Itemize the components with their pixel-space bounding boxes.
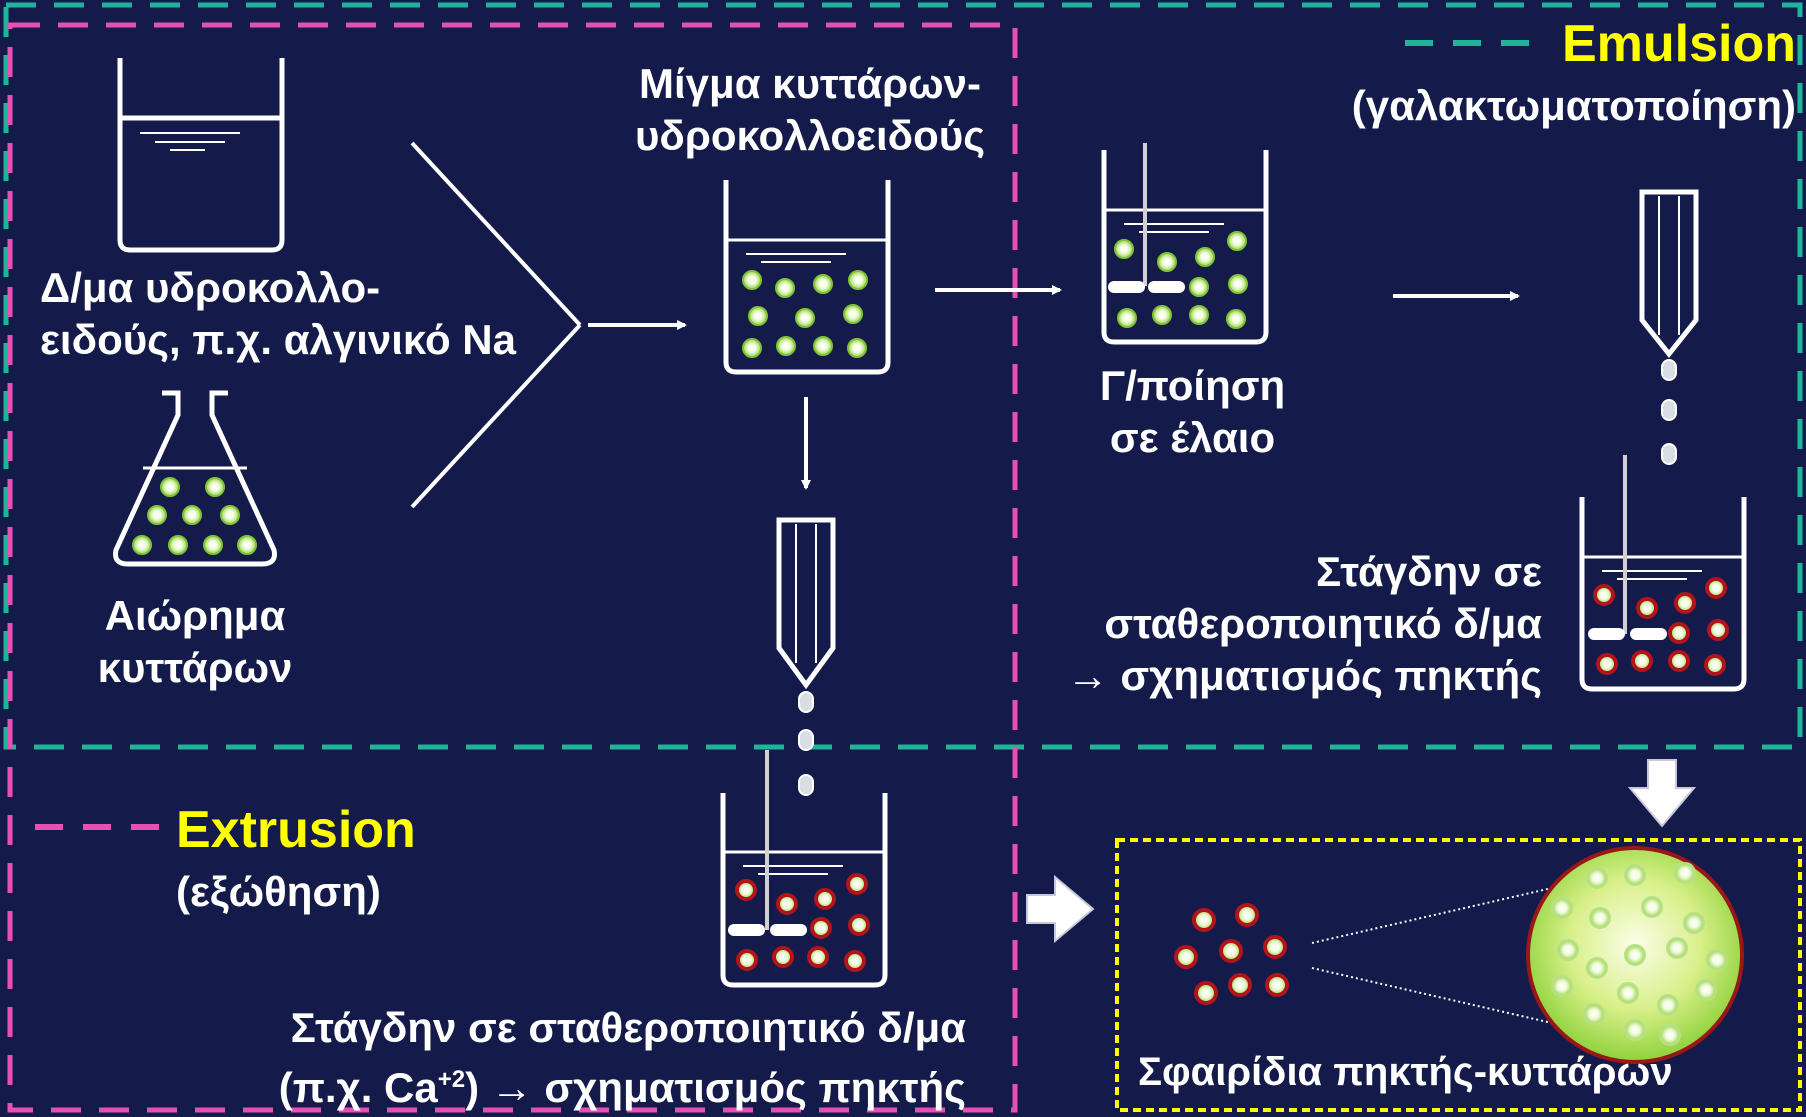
extrusion-drop-line-2: (π.χ. Ca+2) → σχηματισμός πηκτής [200, 1054, 966, 1114]
oil-emulsion-line-1: Γ/ποίηση [1099, 362, 1286, 409]
mixture-line-2: υδροκολλοειδούς [634, 112, 986, 159]
extrusion-drop-line-2-end: ) → σχηματισμός πηκτής [465, 1064, 966, 1111]
hydrocolloid-solution-line-1: Δ/μα υδροκολλο- [40, 264, 381, 311]
extrusion-frame [7, 22, 1018, 1113]
emulsion-drop-label: Στάγδην σε σταθεροποιητικό δ/μα → σχηματ… [1040, 546, 1542, 702]
cell-suspension-line-1: Αιώρημα [104, 592, 286, 639]
magnified-gel-sphere [1526, 846, 1744, 1064]
emulsion-drop-line-1: Στάγδην σε [1315, 548, 1542, 595]
emulsion-frame [3, 2, 1803, 750]
extrusion-drop-line-1: Στάγδην σε σταθεροποιητικό δ/μα [290, 1004, 966, 1051]
zoom-lines [1311, 887, 1553, 1024]
result-frame [1115, 838, 1802, 1112]
extrusion-drop-label: Στάγδην σε σταθεροποιητικό δ/μα (π.χ. Ca… [200, 1002, 966, 1114]
emulsion-gel-beaker [1579, 455, 1747, 692]
hydrocolloid-beaker [117, 58, 285, 253]
cell-suspension-flask [113, 390, 277, 567]
hydrocolloid-solution-line-2: ειδούς, π.χ. αλγινικό Na [40, 316, 516, 363]
extrusion-gel-beaker [720, 750, 888, 988]
cell-suspension-line-2: κυττάρων [97, 644, 293, 691]
down-block-arrow [1627, 759, 1697, 828]
result-label: Σφαιρίδια πηκτής-κυττάρων [1138, 1050, 1673, 1094]
mixture-line-1: Μίγμα κυττάρων- [638, 60, 981, 107]
cell-suspension-label: Αιώρημα κυττάρων [70, 590, 320, 694]
extrusion-legend-title: Extrusion [176, 801, 416, 859]
emulsion-drop-line-2: σταθεροποιητικό δ/μα [1104, 600, 1542, 647]
emulsion-nozzle [1639, 189, 1699, 359]
extrusion-droplets [798, 691, 814, 796]
oil-emulsion-beaker [1101, 143, 1269, 345]
calcium-charge-superscript: +2 [437, 1066, 466, 1093]
mixture-beaker [723, 180, 891, 375]
emulsion-legend-title: Emulsion [1561, 15, 1796, 73]
hydrocolloid-solution-label: Δ/μα υδροκολλο- ειδούς, π.χ. αλγινικό Na [40, 262, 516, 366]
extrusion-legend-subtitle: (εξώθηση) [176, 868, 381, 915]
extrusion-drop-line-2-start: (π.χ. Ca [278, 1064, 438, 1111]
right-block-arrow [1026, 874, 1095, 944]
gel-beads-small [1174, 903, 1289, 1005]
oil-emulsion-line-2: σε έλαιο [1109, 414, 1276, 461]
emulsion-drop-line-3: → σχηματισμός πηκτής [1066, 652, 1542, 699]
emulsion-droplets [1661, 359, 1677, 465]
mixture-label: Μίγμα κυττάρων- υδροκολλοειδούς [600, 58, 1020, 162]
emulsion-legend-subtitle: (γαλακτωματοποίηση) [1351, 82, 1796, 129]
extrusion-nozzle [776, 517, 836, 690]
merge-lines [410, 141, 582, 509]
oil-emulsion-label: Γ/ποίηση σε έλαιο [1070, 360, 1315, 464]
